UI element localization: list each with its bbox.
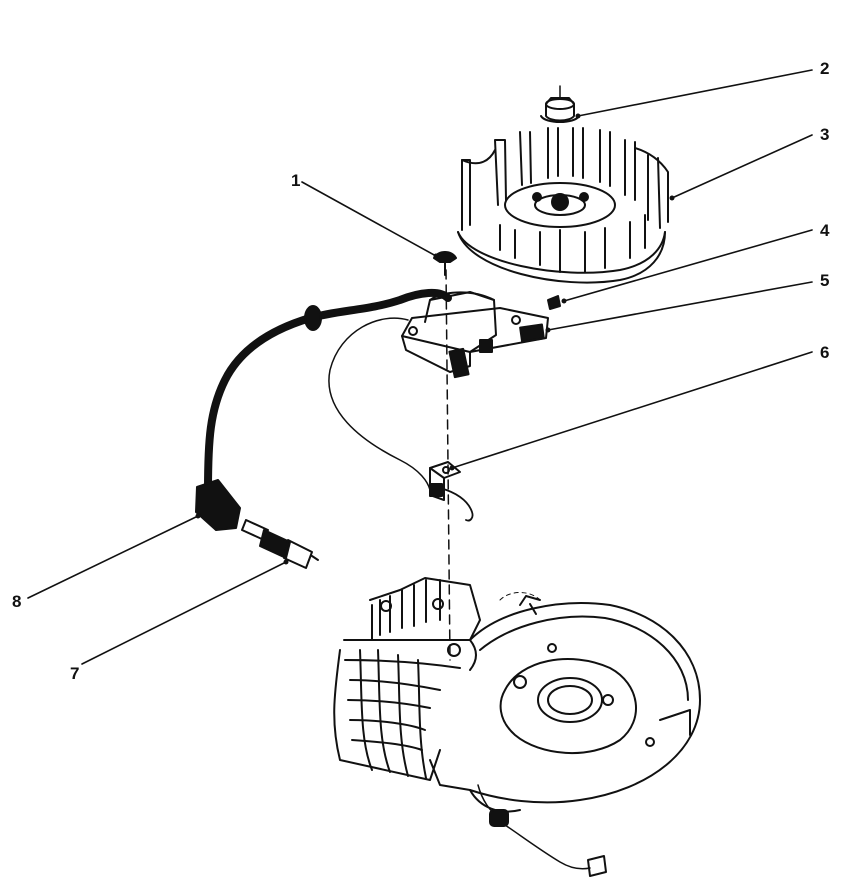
flywheel <box>457 127 669 284</box>
spark-plug <box>241 519 319 569</box>
callout-4: 4 <box>820 221 830 240</box>
callout-6: 6 <box>820 343 830 362</box>
kill-wire <box>477 784 607 877</box>
alignment-line <box>445 269 451 661</box>
ground-wire <box>328 317 474 522</box>
leader-lines <box>27 69 813 665</box>
flywheel-key <box>547 295 561 310</box>
callout-5: 5 <box>820 271 830 290</box>
callout-2: 2 <box>820 59 830 78</box>
flywheel-nut <box>540 85 580 123</box>
callout-7: 7 <box>70 664 80 683</box>
leader-dots <box>195 113 675 565</box>
callout-1: 1 <box>291 171 301 190</box>
callout-3: 3 <box>820 125 830 144</box>
engine-block <box>333 577 481 781</box>
crankcase-housing <box>429 592 701 813</box>
spark-plug-wire <box>195 289 452 531</box>
ignition-module <box>401 291 549 379</box>
ground-clip <box>429 461 461 501</box>
callout-8: 8 <box>12 592 22 611</box>
